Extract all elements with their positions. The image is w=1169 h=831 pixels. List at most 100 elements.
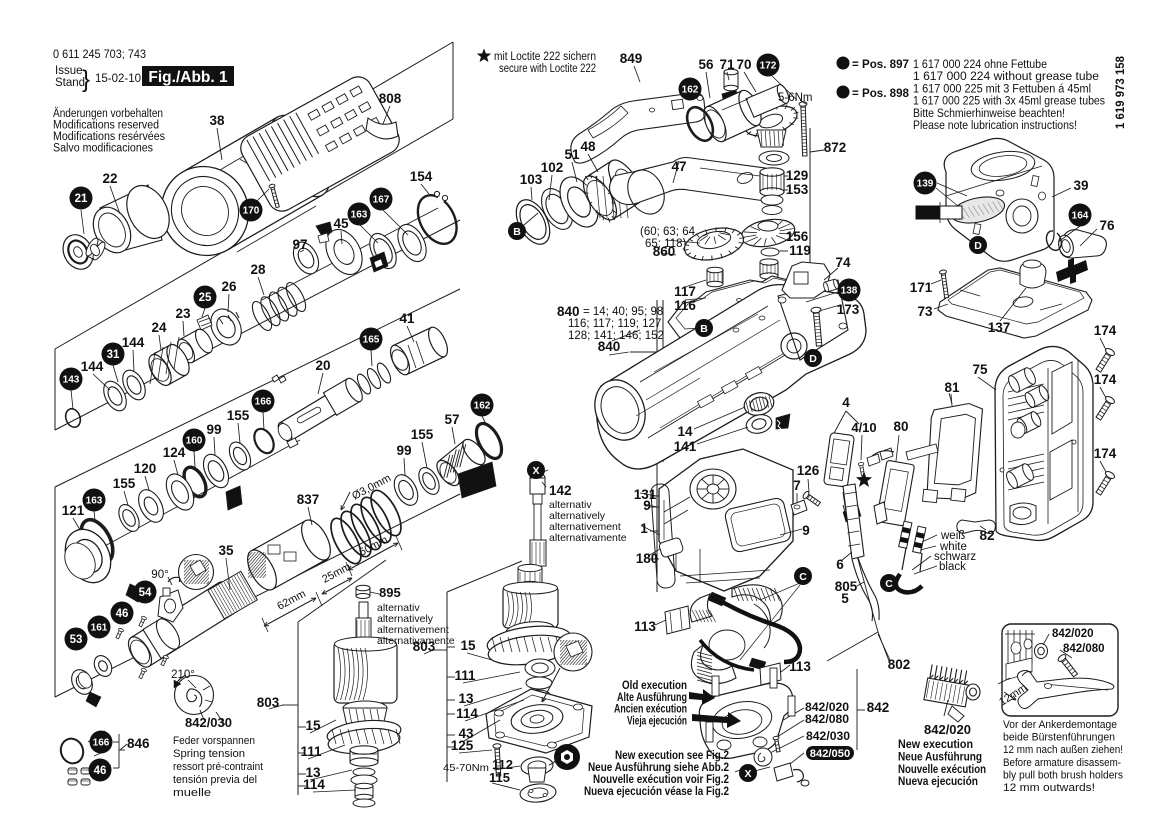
svg-text:65; 118): 65; 118)	[645, 238, 687, 250]
svg-text:165: 165	[363, 335, 380, 346]
svg-text:New execution: New execution	[898, 739, 973, 751]
svg-text:162: 162	[682, 85, 699, 96]
svg-text:160: 160	[186, 436, 203, 447]
svg-text:156: 156	[786, 229, 809, 244]
svg-text:Salvo modificaciones: Salvo modificaciones	[53, 143, 153, 155]
svg-text:154: 154	[410, 169, 433, 184]
svg-text:210°: 210°	[171, 669, 195, 681]
svg-text:B: B	[700, 323, 708, 335]
svg-text:41: 41	[399, 311, 415, 326]
svg-text:70: 70	[736, 57, 751, 72]
svg-text:111: 111	[300, 744, 322, 759]
svg-text:Ancien exécution: Ancien exécution	[614, 704, 687, 716]
svg-text:= Pos. 897: = Pos. 897	[852, 57, 909, 71]
svg-text:71: 71	[719, 57, 735, 72]
svg-text:166: 166	[93, 738, 110, 749]
svg-text:172: 172	[760, 61, 777, 72]
svg-text:5: 5	[841, 591, 849, 606]
svg-text:15: 15	[305, 718, 321, 733]
svg-text:846: 846	[127, 736, 150, 751]
svg-text:46: 46	[94, 765, 107, 777]
svg-text:48: 48	[580, 139, 596, 154]
svg-text:bly pull both brush holders: bly pull both brush holders	[1003, 769, 1123, 781]
svg-text:842/030: 842/030	[806, 729, 850, 743]
svg-text:38: 38	[209, 113, 225, 128]
svg-text:4/10: 4/10	[851, 420, 876, 435]
svg-text:842/030: 842/030	[185, 715, 232, 730]
svg-text:119: 119	[789, 243, 811, 258]
svg-text:102: 102	[541, 160, 564, 175]
svg-text:alternativamente: alternativamente	[549, 532, 627, 544]
svg-text:24: 24	[151, 320, 167, 335]
svg-text:21: 21	[75, 193, 88, 205]
svg-text:Neue Ausführung siehe Abb.2: Neue Ausführung siehe Abb.2	[588, 762, 729, 774]
svg-text:57: 57	[444, 412, 459, 427]
svg-text:161: 161	[91, 623, 108, 634]
svg-text:99: 99	[206, 422, 221, 437]
svg-text:25: 25	[199, 292, 212, 304]
svg-text:73: 73	[917, 304, 933, 319]
svg-text:173: 173	[837, 302, 860, 317]
svg-text:180: 180	[636, 551, 659, 566]
svg-text:beide Bürstenführungen: beide Bürstenführungen	[1003, 732, 1115, 744]
svg-text:4: 4	[842, 395, 850, 410]
svg-text:74: 74	[835, 255, 851, 270]
svg-text:808: 808	[379, 91, 402, 106]
svg-text:Old execution: Old execution	[622, 680, 687, 692]
svg-text:35: 35	[218, 543, 234, 558]
svg-text:103: 103	[520, 172, 543, 187]
svg-text:Issue: Issue	[55, 65, 83, 77]
svg-text:Nueva ejecución: Nueva ejecución	[898, 776, 978, 788]
svg-text:137: 137	[988, 320, 1011, 335]
svg-text:D: D	[809, 353, 817, 365]
svg-text:82: 82	[979, 528, 994, 543]
svg-text:155: 155	[113, 476, 136, 491]
svg-text:113: 113	[789, 659, 811, 674]
svg-text:170: 170	[243, 206, 260, 217]
svg-text:163: 163	[351, 210, 368, 221]
svg-text:(60; 63; 64: (60; 63; 64	[640, 226, 696, 238]
svg-text:138: 138	[841, 286, 858, 297]
svg-text:872: 872	[824, 140, 847, 155]
svg-text:15: 15	[460, 638, 476, 653]
svg-text:837: 837	[297, 492, 320, 507]
svg-text:C: C	[885, 578, 893, 590]
svg-text:141: 141	[674, 439, 697, 454]
svg-text:56: 56	[698, 57, 714, 72]
svg-text:6: 6	[836, 557, 844, 572]
svg-text:842/020: 842/020	[1052, 628, 1094, 640]
svg-text:ressort pré-contraint: ressort pré-contraint	[173, 761, 264, 773]
svg-text:124: 124	[163, 445, 186, 460]
svg-text:51: 51	[564, 147, 580, 162]
svg-text:Stand: Stand	[55, 77, 85, 89]
svg-text:12 mm nach außen ziehen!: 12 mm nach außen ziehen!	[1003, 744, 1123, 756]
svg-text:167: 167	[373, 195, 390, 206]
svg-text:black: black	[939, 561, 966, 573]
svg-text:90°: 90°	[151, 569, 168, 581]
svg-text:840: 840	[557, 304, 580, 319]
svg-text:D: D	[974, 240, 982, 252]
svg-text:144: 144	[122, 335, 145, 350]
svg-text:166: 166	[255, 397, 272, 408]
svg-text:121: 121	[62, 503, 85, 518]
svg-text:Modifications reserved: Modifications reserved	[53, 120, 159, 132]
svg-text:9: 9	[643, 498, 651, 513]
svg-text:Vieja ejecución: Vieja ejecución	[627, 715, 687, 727]
svg-text:15-02-10: 15-02-10	[95, 73, 141, 85]
svg-text:155: 155	[227, 408, 250, 423]
svg-text:New execution see Fig.2: New execution see Fig.2	[615, 750, 729, 762]
svg-text:Vor der Ankerdemontage: Vor der Ankerdemontage	[1003, 719, 1117, 731]
svg-text:45: 45	[333, 216, 349, 231]
svg-text:= Pos. 898: = Pos. 898	[852, 86, 909, 100]
svg-text:23: 23	[175, 306, 191, 321]
svg-text:155: 155	[411, 427, 434, 442]
svg-text:174: 174	[1094, 372, 1117, 387]
svg-text:Feder vorspannen: Feder vorspannen	[173, 735, 255, 747]
svg-text:46: 46	[116, 608, 129, 620]
svg-text:97: 97	[292, 237, 307, 252]
svg-text:53: 53	[70, 634, 83, 646]
svg-text:Before armature disassem-: Before armature disassem-	[1003, 757, 1121, 769]
svg-text:Spring tension: Spring tension	[173, 748, 245, 760]
svg-text:mit Loctite 222 sichern: mit Loctite 222 sichern	[494, 51, 596, 63]
svg-text:75: 75	[972, 362, 988, 377]
